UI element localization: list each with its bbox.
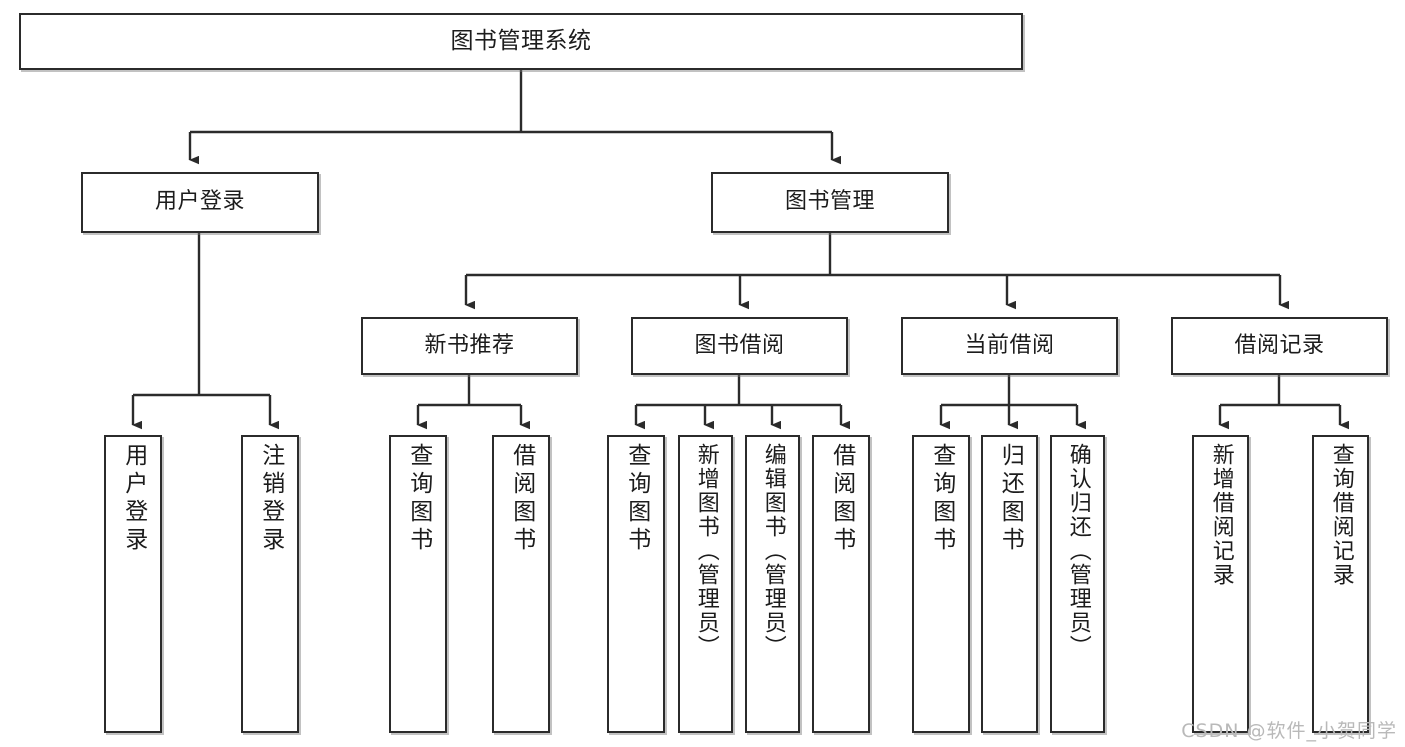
node-borrowing-record[interactable]: 借阅记录 — [1171, 317, 1388, 375]
node-label: 编辑图书（管理员） — [760, 443, 786, 659]
node-label: 查询图书 — [623, 443, 650, 555]
node-label: 注销登录 — [257, 443, 284, 555]
node-new-book-recommendation[interactable]: 新书推荐 — [361, 317, 578, 375]
node-label: 图书管理系统 — [450, 27, 592, 54]
csdn-watermark: CSDN @软件_小贺同学 — [1181, 720, 1397, 742]
node-label: 借阅记录 — [1234, 332, 1325, 358]
leaf-borrow-book-borrowing[interactable]: 借阅图书 — [812, 435, 870, 733]
node-label: 归还图书 — [997, 443, 1024, 555]
leaf-logout[interactable]: 注销登录 — [241, 435, 299, 733]
node-label: 图书管理 — [784, 189, 875, 215]
node-label: 查询借阅记录 — [1328, 443, 1354, 587]
node-label: 新增图书（管理员） — [693, 443, 719, 659]
node-label: 新书推荐 — [424, 332, 515, 358]
leaf-query-book-recommendation[interactable]: 查询图书 — [389, 435, 447, 733]
node-label: 用户登录 — [154, 189, 245, 215]
node-label: 查询图书 — [405, 443, 432, 555]
node-label: 新增借阅记录 — [1208, 443, 1234, 587]
leaf-query-book-borrowing[interactable]: 查询图书 — [607, 435, 665, 733]
leaf-borrow-book-recommendation[interactable]: 借阅图书 — [492, 435, 550, 733]
node-label: 查询图书 — [928, 443, 955, 555]
leaf-confirm-return-admin[interactable]: 确认归还（管理员） — [1050, 435, 1105, 733]
node-user-login[interactable]: 用户登录 — [81, 172, 319, 233]
leaf-query-borrow-record[interactable]: 查询借阅记录 — [1312, 435, 1369, 733]
leaf-query-book-current[interactable]: 查询图书 — [912, 435, 970, 733]
node-book-borrowing[interactable]: 图书借阅 — [631, 317, 848, 375]
node-label: 图书借阅 — [694, 332, 785, 358]
node-label: 借阅图书 — [828, 443, 855, 555]
leaf-edit-book-admin[interactable]: 编辑图书（管理员） — [745, 435, 800, 733]
leaf-add-book-admin[interactable]: 新增图书（管理员） — [678, 435, 733, 733]
leaf-user-login[interactable]: 用户登录 — [104, 435, 162, 733]
node-current-borrowing[interactable]: 当前借阅 — [901, 317, 1118, 375]
node-root-library-management-system[interactable]: 图书管理系统 — [19, 13, 1023, 70]
node-label: 当前借阅 — [964, 332, 1055, 358]
leaf-add-borrow-record[interactable]: 新增借阅记录 — [1192, 435, 1249, 733]
node-label: 确认归还（管理员） — [1065, 443, 1091, 659]
node-book-management[interactable]: 图书管理 — [711, 172, 949, 233]
leaf-return-book[interactable]: 归还图书 — [981, 435, 1038, 733]
node-label: 用户登录 — [120, 443, 147, 555]
node-label: 借阅图书 — [508, 443, 535, 555]
